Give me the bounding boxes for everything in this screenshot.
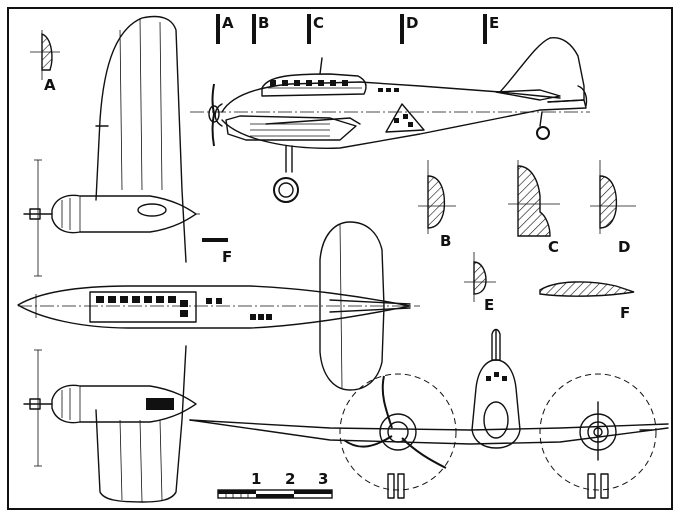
section-c-profile — [508, 160, 560, 237]
section-label-c: C — [548, 238, 559, 256]
scale-label-1: 1 — [251, 470, 261, 488]
section-label-b: B — [440, 232, 451, 250]
cut-label-e: E — [489, 14, 499, 32]
section-a-profile — [30, 30, 60, 80]
cut-label-f: F — [222, 248, 232, 266]
front-view — [189, 328, 669, 499]
cut-label-d: D — [406, 14, 418, 32]
top-view — [17, 15, 420, 503]
section-label-a: A — [44, 76, 56, 94]
section-label-d: D — [618, 238, 630, 256]
section-label-f: F — [620, 304, 630, 322]
section-d-profile — [590, 160, 636, 234]
section-f-airfoil — [539, 281, 635, 297]
section-label-e: E — [484, 296, 494, 314]
section-b-profile — [418, 160, 456, 234]
cut-marker-f — [202, 238, 228, 242]
section-cut-markers — [216, 14, 487, 44]
cut-label-a: A — [222, 14, 234, 32]
cut-label-b: B — [258, 14, 269, 32]
cut-label-c: C — [313, 14, 324, 32]
side-view — [190, 37, 590, 203]
drawing-frame — [7, 7, 673, 510]
scale-bar — [217, 489, 333, 499]
scale-label-3: 3 — [318, 470, 328, 488]
scale-label-2: 2 — [285, 470, 295, 488]
section-e-profile — [464, 252, 496, 302]
